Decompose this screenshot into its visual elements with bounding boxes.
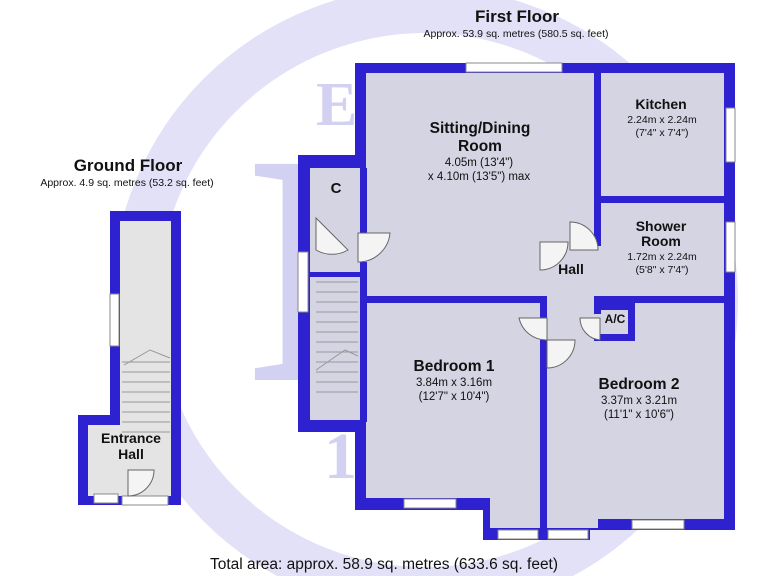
room-kitchen: Kitchen 2.24m x 2.24m (7'4" x 7'4") bbox=[627, 96, 697, 139]
ground-floor-area: Approx. 4.9 sq. metres (53.2 sq. feet) bbox=[40, 177, 213, 189]
shower-name-line2: Room bbox=[641, 233, 681, 249]
bedroom2-dim-line2: (11'1" x 10'6") bbox=[604, 409, 674, 421]
first-floor-walls bbox=[298, 63, 735, 540]
shower-dim-line1: 1.72m x 2.24m bbox=[627, 251, 697, 263]
shower-dim-line2: (5'8" x 7'4") bbox=[636, 264, 689, 276]
first-floor-area: Approx. 53.9 sq. metres (580.5 sq. feet) bbox=[423, 28, 608, 40]
bedroom2-name: Bedroom 2 bbox=[599, 376, 680, 393]
ac-label: A/C bbox=[605, 312, 626, 326]
room-shower: Shower Room 1.72m x 2.24m (5'8" x 7'4") bbox=[627, 218, 697, 276]
entrance-name-line2: Hall bbox=[118, 446, 144, 462]
total-area: Total area: approx. 58.9 sq. metres (633… bbox=[210, 556, 558, 573]
sitting-name-line2: Room bbox=[458, 138, 502, 155]
sitting-name-line1: Sitting/Dining bbox=[430, 120, 531, 137]
cupboard-label: C bbox=[331, 180, 342, 197]
first-floor-doors bbox=[315, 216, 601, 369]
first-floor-stairs bbox=[315, 281, 359, 393]
kitchen-name: Kitchen bbox=[635, 96, 686, 112]
kitchen-dim-line2: (7'4" x 7'4") bbox=[636, 127, 689, 139]
bedroom1-dim-line1: 3.84m x 3.16m bbox=[416, 377, 492, 389]
entrance-name-line1: Entrance bbox=[101, 430, 161, 446]
hall-label: Hall bbox=[558, 261, 584, 277]
shower-name-line1: Shower bbox=[636, 218, 687, 234]
bedroom1-name: Bedroom 1 bbox=[414, 358, 495, 375]
room-bedroom-1: Bedroom 1 3.84m x 3.16m (12'7" x 10'4") bbox=[414, 358, 495, 403]
bedroom1-dim-line2: (12'7" x 10'4") bbox=[419, 391, 490, 403]
room-sitting-dining: Sitting/Dining Room 4.05m (13'4") x 4.10… bbox=[428, 120, 530, 183]
kitchen-dim-line1: 2.24m x 2.24m bbox=[627, 114, 697, 126]
room-bedroom-2: Bedroom 2 3.37m x 3.21m (11'1" x 10'6") bbox=[599, 376, 680, 421]
bedroom2-dim-line1: 3.37m x 3.21m bbox=[601, 395, 677, 407]
first-floor-title: First Floor bbox=[475, 7, 559, 26]
first-floor-windows bbox=[297, 62, 736, 540]
room-entrance-hall: Entrance Hall bbox=[101, 430, 161, 462]
ground-floor-title: Ground Floor bbox=[74, 156, 183, 175]
ground-floor-stairs bbox=[122, 349, 171, 497]
sitting-dim-line2: x 4.10m (13'5") max bbox=[428, 171, 530, 183]
sitting-dim-line1: 4.05m (13'4") bbox=[445, 157, 513, 169]
